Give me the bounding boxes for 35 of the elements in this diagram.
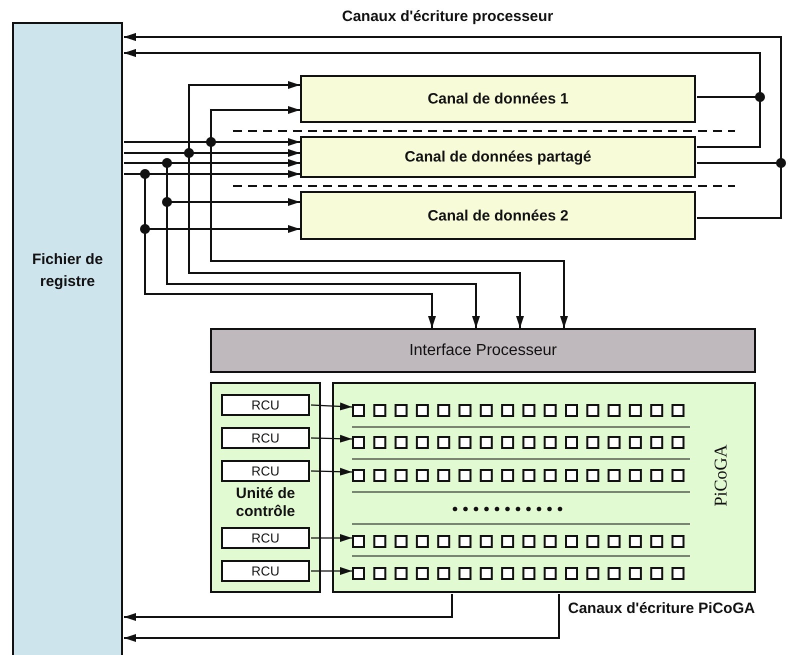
block-label: RCU (250, 530, 281, 546)
arrow (124, 49, 761, 148)
block-label: Canal de données 1 (426, 90, 570, 108)
arrow (310, 468, 352, 476)
rcu-box (221, 460, 310, 482)
block-label: RCU (250, 564, 281, 578)
block-label: Canal de données 2 (426, 207, 570, 224)
block-label: RCU (250, 430, 281, 446)
block-label: PiCoGA (710, 444, 732, 506)
rcu-box (221, 427, 310, 449)
rcu-box (221, 560, 310, 582)
arrow (124, 594, 560, 642)
arrow (311, 534, 352, 542)
data-channel-box (300, 75, 696, 123)
block-label: Canal de données partagé (404, 148, 592, 166)
interface-bar (210, 328, 756, 373)
picoga-array-panel (332, 382, 756, 593)
control-unit-panel (210, 382, 321, 593)
channel-caption: Canaux d'écriture PiCoGA (568, 600, 755, 617)
arrow (124, 33, 782, 219)
arrow (310, 402, 352, 410)
block-label: RCU (250, 398, 281, 412)
data-channel-box (300, 136, 696, 178)
arrow (124, 594, 453, 621)
block-label: Interface Processeur (408, 342, 558, 360)
register-file-box (12, 22, 123, 655)
data-channel-box (300, 191, 696, 240)
arrow (310, 434, 352, 443)
rcu-box (221, 527, 310, 549)
channel-caption: Canaux d'écriture processeur (342, 8, 554, 25)
rcu-box (221, 394, 310, 416)
arrow (311, 567, 352, 575)
block-label: Unité de contrôle (234, 485, 296, 521)
block-label: RCU (250, 464, 281, 478)
block-label: Fichier de registre (31, 250, 104, 292)
